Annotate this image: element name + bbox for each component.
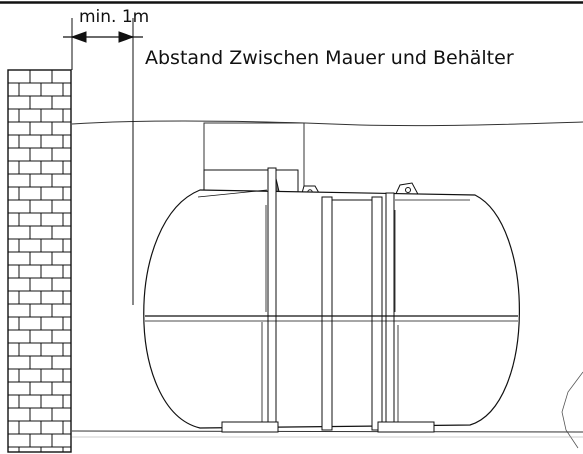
excavation-bottom [71, 430, 583, 433]
dimension-marker [63, 18, 143, 305]
tank-rib-2 [321, 196, 333, 431]
tank-foot-right [377, 421, 435, 433]
distance-caption: Abstand Zwischen Mauer und Behälter [145, 47, 514, 69]
ground-surface-line [71, 120, 583, 127]
brick-wall [7, 69, 72, 453]
dimension-arrow-left [70, 31, 87, 43]
tank-foot-left [221, 421, 279, 433]
tank-rib-4 [385, 192, 395, 431]
dimension-label: min. 1m [79, 7, 150, 27]
tank-rib-1 [267, 167, 277, 431]
tank-rib-3 [371, 196, 383, 431]
dimension-arrow-right [118, 31, 135, 43]
excavation-right-edge [561, 371, 583, 449]
tank [143, 167, 520, 433]
brick-wall-frame [7, 69, 72, 453]
